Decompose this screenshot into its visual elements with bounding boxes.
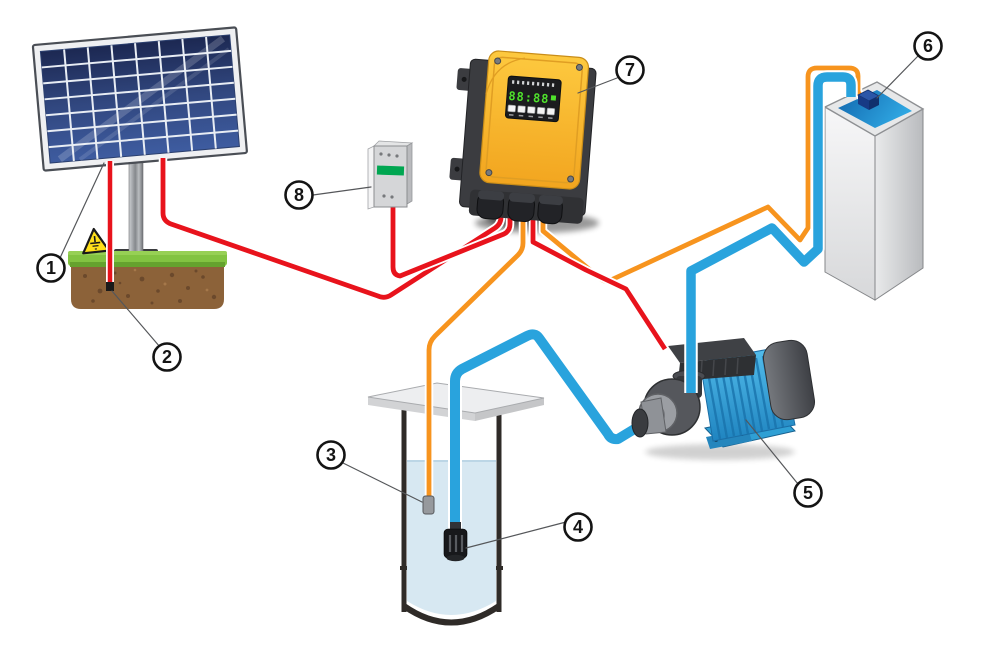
controller-display: 88:88 [504,75,562,123]
controller-buttons [507,104,556,119]
ground-rod [106,282,114,291]
ground-wire [106,161,114,291]
motor-end-cap [762,339,816,421]
level-sensor-wire [422,201,528,515]
callout-7: 7 [615,55,645,85]
callout-7-num: 7 [625,60,635,80]
callout-8-num: 8 [294,185,304,205]
well-level-sensor [422,495,435,515]
ground-warning-icon [82,227,111,255]
discharge-pipe [684,70,858,393]
callout-2-leader [111,290,161,348]
callout-4-num: 4 [573,517,583,537]
pump-controller: 88:88 [449,50,597,225]
callout-4: 4 [563,512,593,542]
foot-valve [443,522,468,562]
callout-8: 8 [284,180,314,210]
tank-water [838,90,912,128]
storage-tank [823,81,925,301]
callout-4-leader [465,521,567,549]
callout-3: 3 [316,440,346,470]
callout-1: 1 [36,253,66,283]
solar-panel [31,26,248,172]
callout-5-num: 5 [803,483,813,503]
circuit-breaker [367,140,414,210]
callout-5: 5 [793,478,823,508]
callout-2-num: 2 [162,347,172,367]
display-digits: 88:88 [508,89,550,106]
breaker-switch [376,165,405,176]
callout-3-num: 3 [326,445,336,465]
callout-2: 2 [152,342,182,372]
ground-block [68,251,227,309]
callout-6: 6 [913,31,943,61]
callout-5-leader [745,419,799,485]
callout-1-num: 1 [46,258,56,278]
soil [71,267,224,309]
callout-6-leader [876,55,919,99]
breaker-wire [388,201,515,281]
callout-7-leader [577,77,618,94]
suction-pipe [448,327,645,533]
pump-shadow [645,444,795,460]
tank-float-sensor [857,89,880,110]
callout-3-leader [340,461,423,503]
callouts: 1 2 3 4 5 6 7 8 [36,31,943,549]
callout-1-leader [59,162,105,259]
controller-corner-screws [485,57,583,183]
callout-6-num: 6 [923,36,933,56]
pv-power-wire [158,158,506,302]
pump-inlet [631,408,649,438]
soil-speckles [83,269,217,305]
callout-8-leader [312,186,372,196]
pump-power-wire [528,201,669,352]
